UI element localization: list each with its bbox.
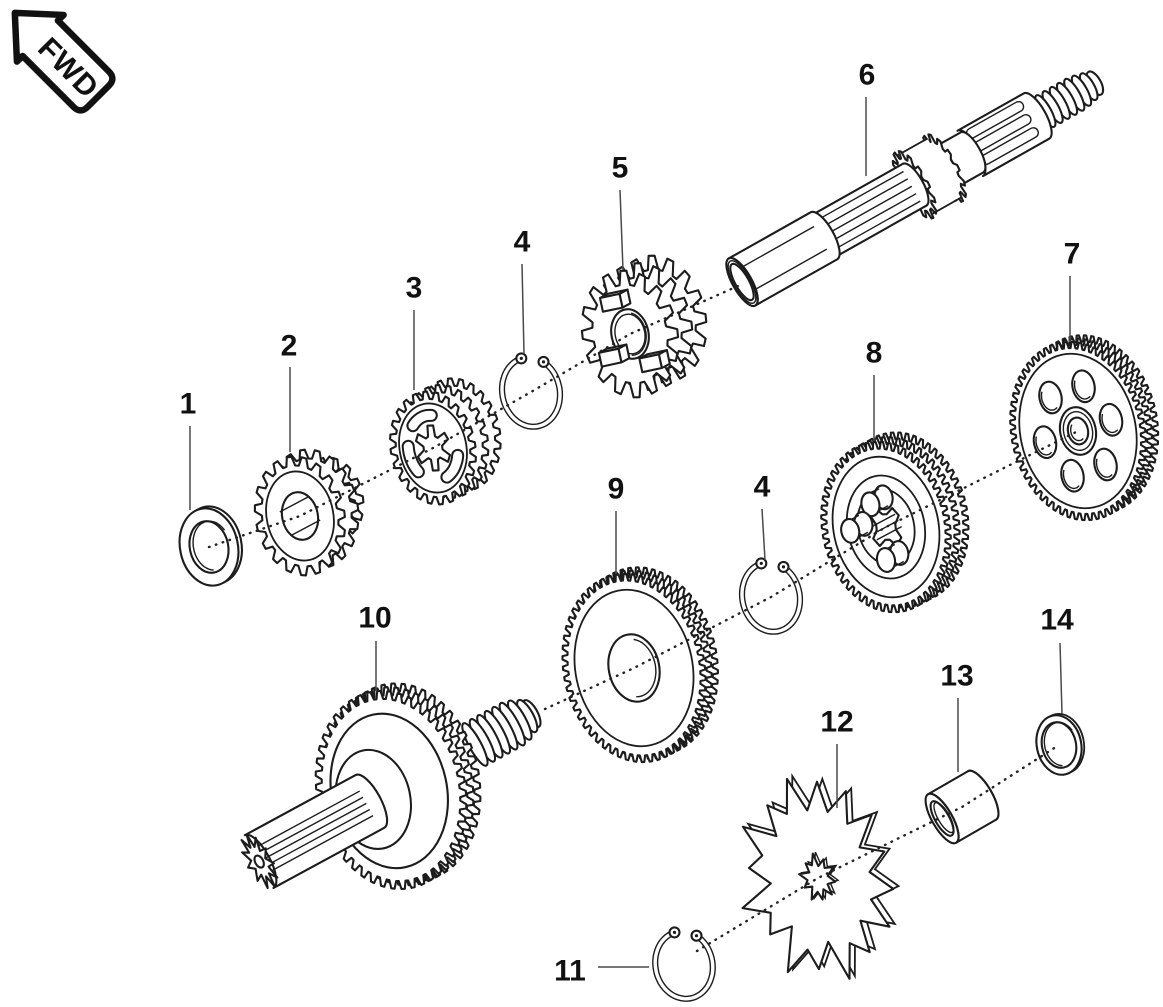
part-11-snap-ring <box>652 926 716 1002</box>
part-1-thrust-washer <box>178 505 243 587</box>
callout-leader-4 <box>521 263 525 355</box>
part-4-snap-ring-front <box>498 352 564 430</box>
callout-label-1: 1 <box>180 388 197 421</box>
callout-label-7: 7 <box>1064 238 1081 271</box>
part-2-gear <box>253 448 365 577</box>
centerline-output <box>695 743 1061 953</box>
part-14-washer <box>1035 712 1086 776</box>
callout-leader-5 <box>619 189 624 271</box>
callout-label-9: 9 <box>608 473 625 506</box>
part-4-snap-ring-rear <box>738 557 804 635</box>
callout-label-4: 4 <box>514 226 531 259</box>
callout-leader-14 <box>1059 642 1063 715</box>
callout-label-10: 10 <box>358 602 391 635</box>
callout-label-5: 5 <box>612 152 629 185</box>
part-9-gear <box>561 566 719 764</box>
part-5-dog-gear <box>580 254 708 399</box>
part-12-lock-washer <box>741 773 901 980</box>
callout-label-3: 3 <box>406 272 423 305</box>
callout-label-8: 8 <box>866 337 883 370</box>
callout-label-11: 11 <box>554 955 586 988</box>
part-6-mainshaft <box>725 70 1105 308</box>
fwd-badge: FWD <box>11 9 116 114</box>
callout-label-4: 4 <box>754 471 771 504</box>
callout-label-12: 12 <box>820 706 853 739</box>
part-7-final-gear <box>1009 334 1160 522</box>
centerline-mainshaft <box>207 284 740 549</box>
part-10-output-shaft <box>240 682 542 891</box>
callout-label-6: 6 <box>859 59 876 92</box>
centerline-countershaft <box>543 429 1080 711</box>
callout-label-14: 14 <box>1040 604 1074 637</box>
fwd-arrow-icon <box>11 9 116 114</box>
callout-label-13: 13 <box>940 660 973 693</box>
callout-label-2: 2 <box>281 330 298 363</box>
callout-leader-4 <box>761 508 766 561</box>
assembly-centerlines <box>207 284 1080 953</box>
diagram-parts <box>178 70 1160 1002</box>
